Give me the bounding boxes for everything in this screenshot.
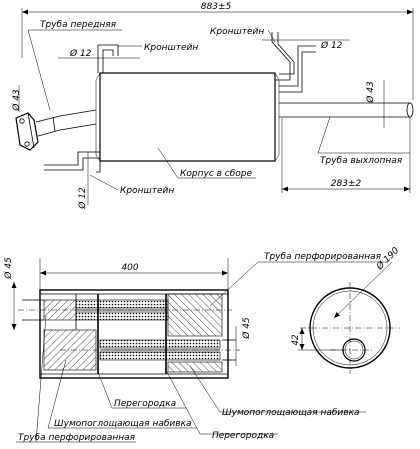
partition-2-label: Перегородка [212, 431, 274, 441]
bracket-rod-diameter-bottom: Ø 12 [77, 187, 88, 210]
sound-absorbing-2-label: Шумопоглощающая набивка [222, 408, 360, 418]
bracket-top-right-label: Кронштейн [210, 27, 264, 37]
section-shell [39, 289, 229, 379]
overall-length-label: 883±5 [201, 2, 232, 12]
exhaust-pipe: 283±2 Ø 43 [279, 80, 414, 193]
bracket-top-left: Ø 12 Кронштейн [58, 43, 198, 73]
perforated-pipe-bottom-label: Труба перфорированная [18, 433, 136, 443]
outlet-diameter-label: Ø 43 [365, 81, 376, 104]
top-view: 883±5 283±2 Ø 43 [11, 2, 414, 210]
sound-absorbing-1-label: Шумопоглощающая набивка [54, 419, 192, 429]
front-pipe: Ø 43 [11, 85, 97, 151]
bracket-bottom-label: Кронштейн [120, 186, 174, 196]
section-pipe-diameter-right: Ø 45 [241, 317, 252, 340]
section-view: 400 Ø 45 Ø 45 [3, 252, 388, 443]
overall-length-dimension: 883±5 [21, 2, 414, 100]
bracket-rod-diameter-top-right: Ø 12 [320, 40, 343, 51]
inlet-diameter-label: Ø 43 [11, 89, 22, 112]
bracket-bottom: Ø 12 Кронштейн [44, 151, 174, 210]
end-view-offset: 42 [291, 334, 301, 346]
end-view: Ø 190 42 [291, 245, 401, 374]
bracket-top-right: Ø 12 Кронштейн [210, 27, 350, 93]
muffler-housing [99, 72, 276, 162]
bracket-rod-diameter-top-left: Ø 12 [69, 48, 92, 59]
section-length-label: 400 [121, 263, 138, 273]
perforated-pipe-top-label: Труба перфорированная [264, 252, 382, 262]
exhaust-pipe-label: Труба выхлопная [320, 156, 403, 166]
outlet-length-label: 283±2 [331, 179, 362, 189]
front-pipe-label: Труба передняя [40, 20, 117, 30]
housing-label: Корпус в сборе [180, 169, 253, 179]
section-pipe-diameter-left: Ø 45 [3, 257, 14, 280]
partition-1-label: Перегородка [114, 399, 176, 409]
bracket-top-left-label: Кронштейн [144, 43, 198, 53]
